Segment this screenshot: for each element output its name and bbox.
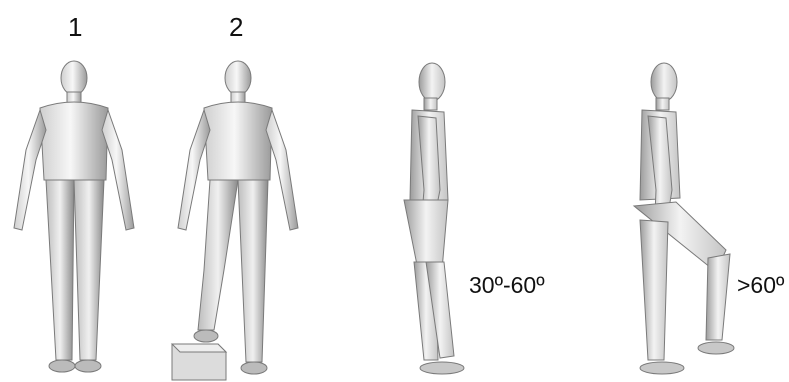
raised-leg [198,180,238,330]
right-arm [266,110,298,230]
left-leg [46,180,74,360]
torso [204,102,272,180]
right-arm [102,110,134,230]
raised-shin [706,254,730,340]
left-shoe [49,360,75,372]
figure-side-high-flexion [634,63,734,374]
right-shoe [75,360,101,372]
raised-foot [698,342,734,354]
figure-foot-on-box [172,61,298,380]
standing-shoe [241,362,267,374]
step-box-top [172,344,226,352]
figure-side-moderate-flexion [404,63,464,374]
head [419,63,445,101]
head [651,63,677,101]
left-arm [14,110,46,230]
raised-shoe [194,330,218,342]
thigh [404,200,448,270]
standing-leg [238,180,268,362]
head [225,61,251,95]
standing-foot [640,362,684,374]
figure-standing-front [14,61,134,372]
head [61,61,87,95]
foot [420,362,464,374]
neck [424,98,437,110]
right-leg [74,180,104,360]
torso [40,102,108,180]
standing-leg [640,220,668,360]
neck [656,98,669,110]
left-arm [178,110,210,230]
